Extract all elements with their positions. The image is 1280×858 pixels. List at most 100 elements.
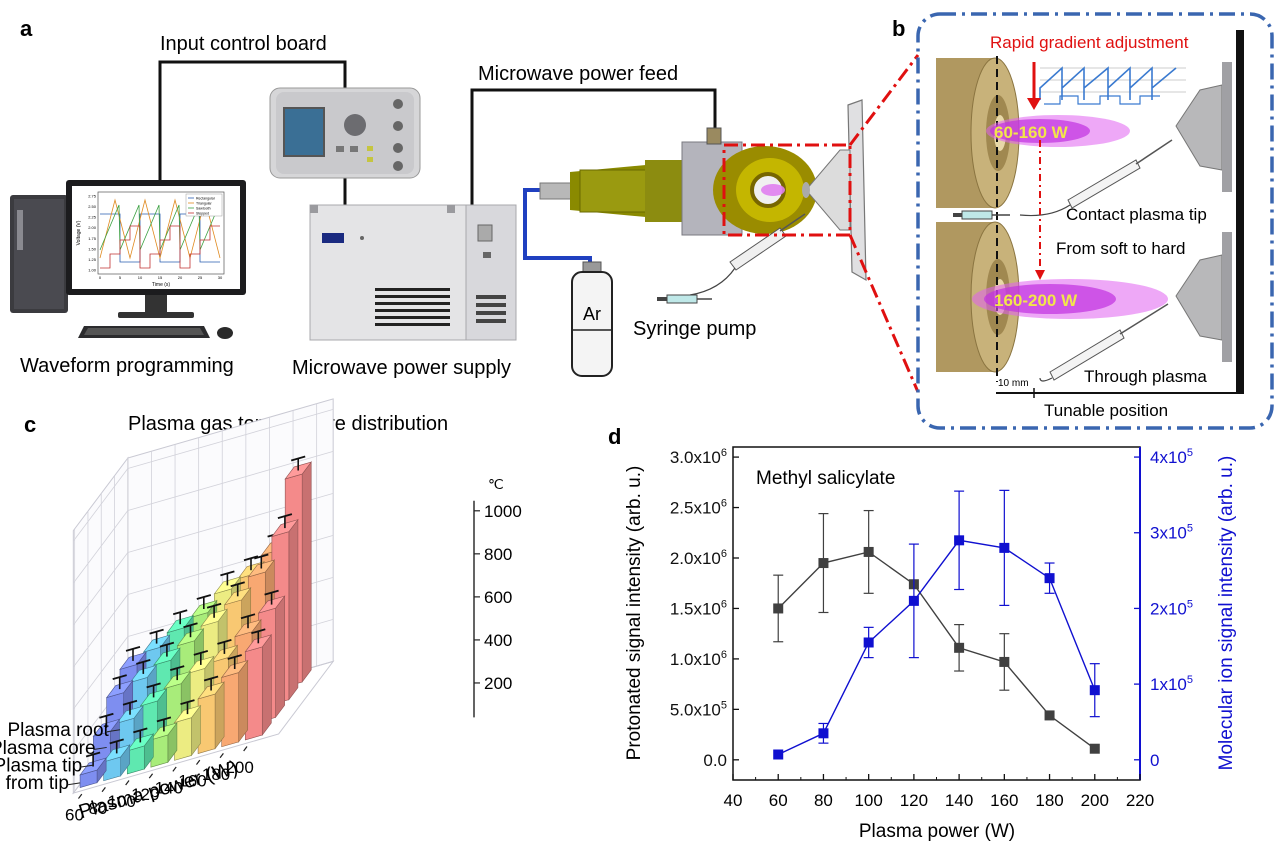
- gradient-waveform-inset: [1039, 66, 1186, 105]
- chart-d-xtick: 160: [990, 791, 1018, 810]
- panel-letter-c: c: [24, 412, 36, 437]
- label-contact-plasma-tip: Contact plasma tip: [1066, 205, 1207, 224]
- chart-d-ytick-left: 5.0x105: [670, 699, 727, 719]
- panel-b: b 60-160 W 160-200 W: [892, 12, 1274, 430]
- monitor-ytick: 2.25: [88, 215, 97, 220]
- monitor-legend-entry: Sawtooth: [196, 207, 211, 211]
- zoom-box: [722, 143, 852, 237]
- chart-d-series: [773, 489, 1100, 760]
- chart-c-power-tick: 80: [89, 799, 108, 818]
- series-molecular-point: [999, 542, 1010, 553]
- series-protonated-point: [863, 546, 874, 557]
- monitor-ytick: 2.75: [88, 194, 97, 199]
- chart-d-xtick: 200: [1081, 791, 1109, 810]
- monitor-ytick: 1.25: [88, 257, 97, 262]
- chart-c-power-tick: 120: [131, 785, 159, 804]
- series-protonated-point: [1044, 710, 1055, 721]
- series-protonated-point: [1089, 743, 1100, 754]
- chart-c-ztick: 800: [484, 545, 512, 564]
- chart-d-xtick: 60: [769, 791, 788, 810]
- chart-c-power-tick: 100: [107, 792, 135, 811]
- bar-5-mm-from-tip-120: [150, 716, 178, 768]
- monitor-ylabel: Voltage (V): [76, 220, 82, 245]
- label-argon: Ar: [583, 304, 601, 324]
- chart-c-power-tick: 140: [155, 778, 183, 797]
- bar-5-mm-from-tip-160: [197, 675, 225, 754]
- chart-d-ytick-right: 4x105: [1150, 447, 1193, 467]
- syringe-small-icon: [953, 210, 1010, 220]
- chart-d-xtick: 80: [814, 791, 833, 810]
- label-power-low: 60-160 W: [994, 123, 1069, 142]
- monitor-xtick: 0: [99, 275, 102, 280]
- chart-d-ytick-left: 3.0x106: [670, 447, 727, 467]
- monitor-wave-triangular: [99, 198, 221, 260]
- series-protonated-point: [999, 656, 1010, 667]
- chart-c-bars: [79, 455, 312, 788]
- series-molecular-point: [863, 637, 874, 648]
- panel-letter-b: b: [892, 16, 905, 41]
- chart-c-ztick: 1000: [484, 502, 522, 521]
- monitor-legend-entry: Triangular: [196, 202, 212, 206]
- label-rapid-gradient: Rapid gradient adjustment: [990, 33, 1189, 52]
- chart-c-ztick: 200: [484, 674, 512, 693]
- chart-d-ytick-right: 2x105: [1150, 598, 1193, 618]
- ms-cone-upper-icon: [1175, 62, 1232, 192]
- chart-c-power-tick: 200: [225, 758, 253, 777]
- chart-d-xtick: 180: [1035, 791, 1063, 810]
- monitor-xtick: 10: [138, 275, 143, 280]
- monitor-xtick: 25: [198, 275, 203, 280]
- label-power-high: 160-200 W: [994, 291, 1078, 310]
- chart-d-ytick-right: 3x105: [1150, 523, 1193, 543]
- panel-letter-d: d: [608, 424, 621, 449]
- monitor-legend-entry: Stepped: [196, 212, 209, 216]
- chart-d-ytick-left: 2.0x106: [670, 548, 727, 568]
- chart-d-xtick: 220: [1126, 791, 1154, 810]
- chart-d-ytick-left: 1.5x106: [670, 598, 727, 618]
- series-protonated-point: [773, 603, 784, 614]
- zoom-line-bottom: [848, 234, 920, 393]
- chart-d-xlabel: Plasma power (W): [859, 821, 1015, 842]
- monitor-wave-stepped: [100, 225, 220, 269]
- series-protonated: [773, 509, 1100, 754]
- chart-d-xtick: 40: [724, 791, 743, 810]
- argon-cylinder-icon: [571, 261, 613, 377]
- torch-lower-icon: [936, 221, 1020, 373]
- series-molecular-point: [1044, 573, 1055, 584]
- ms-inlet-cone-icon: [802, 99, 867, 282]
- microwave-power-supply-icon: [309, 204, 517, 341]
- capillary-upper-icon: [1019, 139, 1173, 217]
- chart-c-row-label: Plasma core: [0, 738, 96, 759]
- chart-d-annotation: Methyl salicylate: [756, 468, 895, 489]
- chart-c-power-tick: 180: [202, 765, 230, 784]
- label-scale: 10 mm: [998, 378, 1029, 389]
- series-molecular-point: [818, 728, 829, 739]
- series-molecular-point: [954, 535, 965, 546]
- label-through-plasma: Through plasma: [1084, 367, 1207, 386]
- chart-d-xtick: 100: [854, 791, 882, 810]
- zoom-line-top: [848, 54, 920, 146]
- chart-d-y-left: 0.05.0x1051.0x1061.5x1062.0x1062.5x1063.…: [670, 447, 739, 770]
- series-molecular-point: [1089, 685, 1100, 696]
- chart-c-row-label: Plasma root: [7, 720, 109, 741]
- chart-c-row-label: 5 mm from tip: [0, 773, 69, 794]
- series-molecular-line: [777, 539, 1096, 756]
- series-molecular: [773, 489, 1100, 760]
- control-board-device-icon: [269, 87, 421, 179]
- panel-c: c Plasma gas temperature distribution ℃ …: [0, 398, 522, 825]
- label-waveform-programming: Waveform programming: [20, 355, 234, 377]
- chart-d-ytick-left: 1.0x106: [670, 649, 727, 669]
- label-input-control-board: Input control board: [160, 33, 327, 55]
- chart-d-ylabel-right: Molecular ion signal intensity (arb. u.): [1216, 456, 1237, 771]
- monitor-xtick: 30: [218, 275, 223, 280]
- chart-d-ytick-left: 0.0: [703, 751, 727, 770]
- chart-c-power-tick: 160: [178, 772, 206, 791]
- bar-5-mm-from-tip-100: [126, 727, 155, 775]
- monitor-xtick: 5: [119, 275, 122, 280]
- capillary-lower-icon: [1039, 303, 1169, 382]
- chart-c-power-tick: 60: [65, 806, 84, 825]
- bar-5-mm-from-tip-140: [173, 699, 202, 761]
